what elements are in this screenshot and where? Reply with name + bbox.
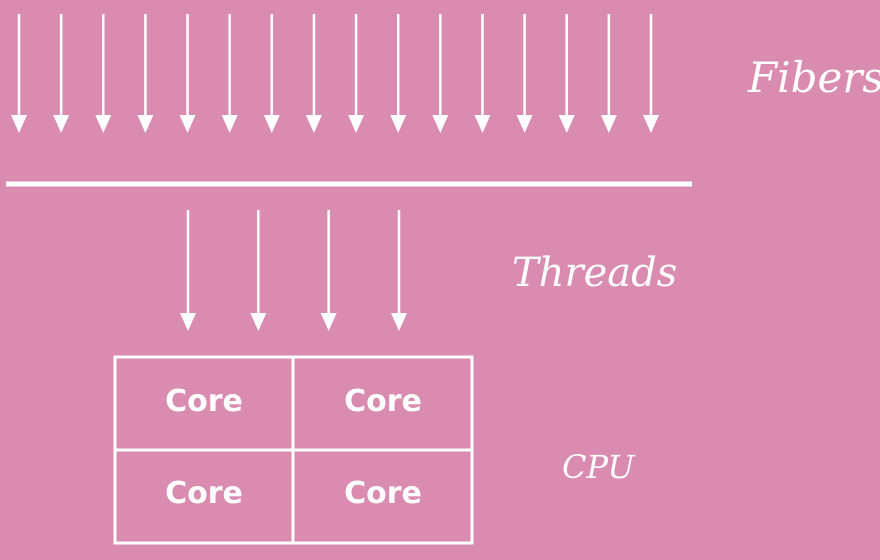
fiber-arrow — [643, 14, 659, 133]
fiber-arrow — [558, 14, 575, 133]
fiber-arrow — [179, 14, 196, 133]
fiber-arrow — [221, 14, 238, 133]
core-label: Core — [165, 476, 243, 511]
fiber-arrows — [11, 14, 659, 133]
thread-arrow — [391, 210, 407, 331]
fiber-arrow — [53, 14, 70, 133]
fiber-arrow — [263, 14, 280, 133]
core-label: Core — [344, 476, 422, 511]
core-label: Core — [344, 384, 422, 419]
fiber-arrow — [137, 14, 154, 133]
fiber-arrow — [474, 14, 491, 133]
fiber-arrow — [348, 14, 365, 133]
fiber-arrow — [600, 14, 617, 133]
cpu-label: CPU — [562, 448, 635, 486]
core-label: Core — [165, 384, 243, 419]
fiber-arrow — [305, 14, 322, 133]
thread-arrow — [320, 210, 337, 331]
cpu-block: Core Core Core Core — [113, 355, 474, 545]
fibers-label: Fibers — [747, 53, 880, 102]
threads-label: Threads — [512, 250, 677, 296]
fiber-arrow — [516, 14, 533, 133]
fiber-arrow — [432, 14, 449, 133]
fiber-arrow — [11, 14, 27, 133]
thread-arrow — [180, 210, 196, 331]
fiber-arrow — [95, 14, 112, 133]
thread-arrow — [250, 210, 267, 331]
fiber-arrow — [390, 14, 407, 133]
thread-arrows — [180, 210, 407, 331]
